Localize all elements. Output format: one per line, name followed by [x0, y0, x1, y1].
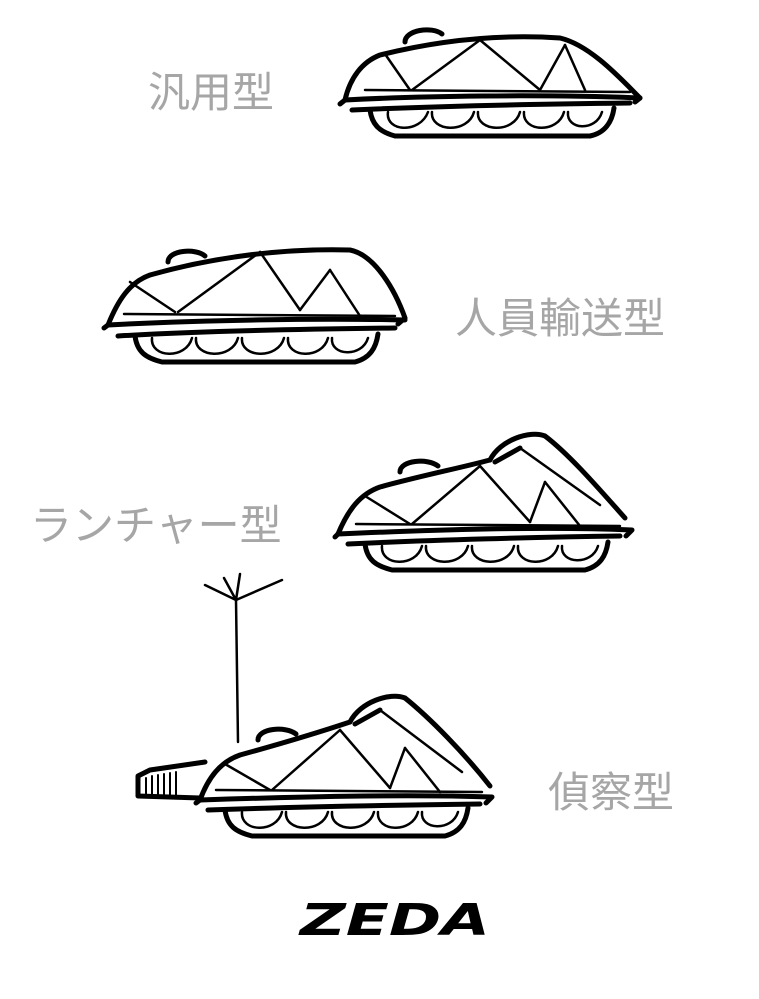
- label-general-purpose: 汎用型: [148, 68, 275, 117]
- label-launcher: ランチャー型: [30, 501, 282, 550]
- logo-text: ZEDA: [297, 895, 490, 946]
- label-personnel-carrier: 人員輸送型: [455, 294, 666, 343]
- label-reconnaissance: 偵察型: [548, 768, 675, 817]
